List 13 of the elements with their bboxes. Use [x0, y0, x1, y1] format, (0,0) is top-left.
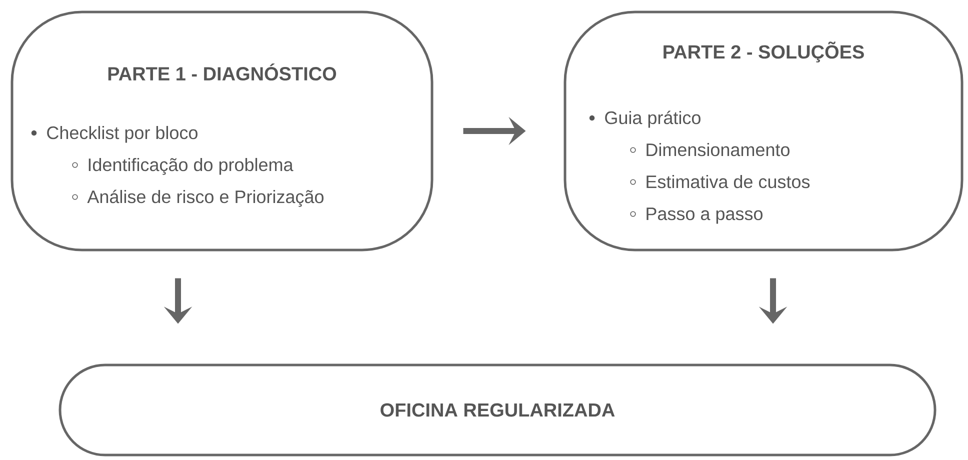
process-box	[10, 10, 434, 252]
list-item: Estimativa de custos	[630, 174, 810, 188]
box-title: OFICINA REGULARIZADA	[380, 403, 615, 417]
list-item: Guia prático	[589, 110, 700, 128]
list-item: Passo a passo	[630, 208, 762, 224]
process-box	[564, 10, 964, 252]
box-title: PARTE 2 - SOLUÇÕES	[664, 42, 864, 62]
process-box	[58, 364, 936, 456]
list-item: Checklist por bloco	[31, 126, 198, 143]
list-item: Identificação do problema	[72, 158, 294, 175]
list-item: Análise de risco e Priorização	[72, 190, 324, 207]
box-title: PARTE 1 - DIAGNÓSTICO	[108, 64, 336, 81]
list-item: Dimensionamento	[630, 142, 790, 156]
